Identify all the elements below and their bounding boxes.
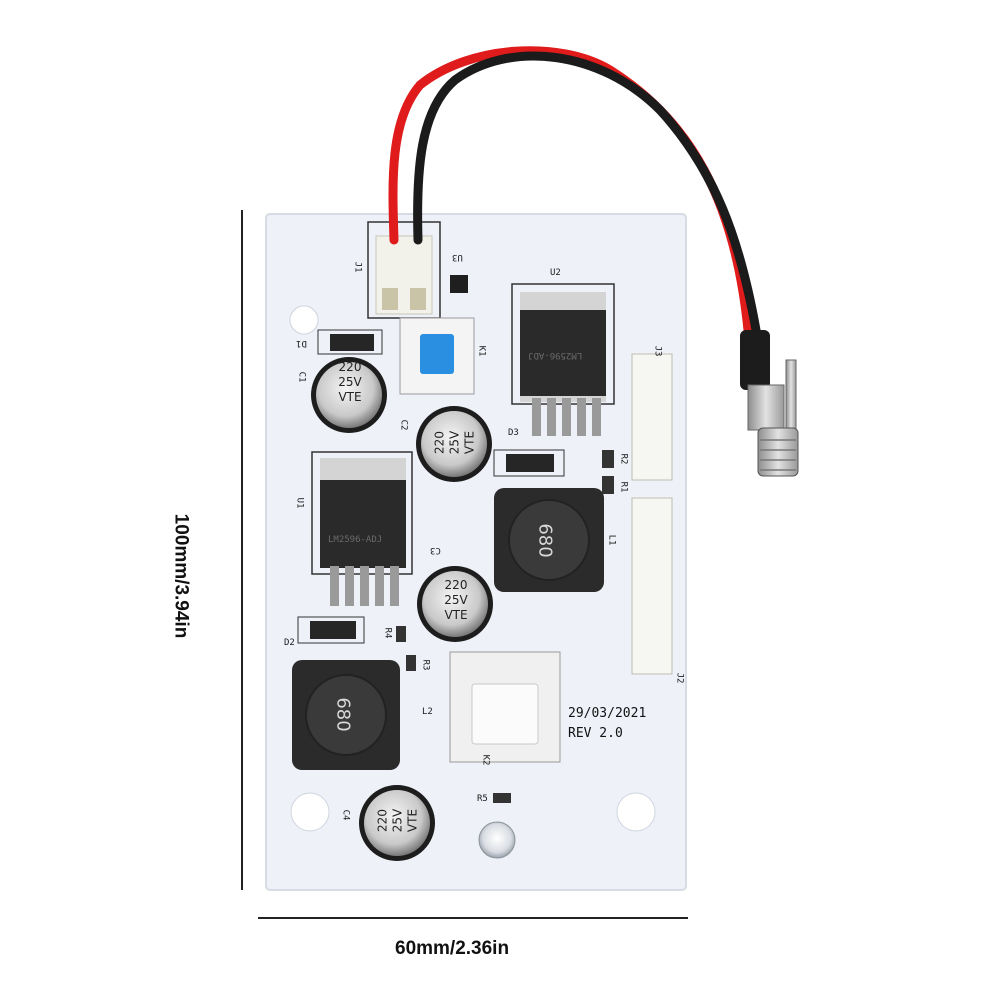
capacitor-c3-marking: 220 25V VTE (431, 578, 481, 623)
capacitor-c4-marking: 220 25V VTE (376, 796, 421, 846)
capacitor-c2 (416, 406, 492, 482)
cap-value: 220 (375, 809, 390, 832)
cap-voltage: 25V (390, 808, 405, 833)
ref-u2: U2 (550, 268, 561, 278)
inductor-l2-marking: 680 (332, 697, 354, 732)
cap-value: 220 (432, 431, 447, 454)
ref-d3: D3 (508, 428, 519, 438)
ref-c2: C2 (398, 419, 409, 431)
ref-j1: J1 (352, 261, 363, 273)
cap-series: VTE (462, 430, 477, 455)
regulator-u1-marking: LM2596-ADJ (328, 535, 383, 545)
capacitor-c3 (417, 566, 493, 642)
inductor-l1-marking: 680 (534, 523, 556, 558)
board-revision: REV 2.0 (568, 726, 623, 741)
cap-series: VTE (405, 808, 420, 833)
capacitor-c2-marking: 220 25V VTE (433, 418, 478, 468)
ref-c4: C4 (340, 809, 351, 821)
cap-value: 220 (338, 360, 362, 374)
ref-c1: C1 (296, 371, 307, 383)
width-dimension-line (258, 917, 688, 919)
ref-r2: R2 (618, 453, 629, 465)
ref-r5: R5 (477, 794, 488, 804)
cap-series: VTE (338, 390, 362, 404)
ref-d1: D1 (296, 338, 307, 348)
cap-voltage: 25V (447, 430, 462, 455)
led (478, 821, 516, 859)
mount-hole (290, 792, 330, 832)
height-dimension-line (241, 210, 243, 890)
ref-d2: D2 (284, 638, 295, 648)
ref-k1: K1 (476, 345, 487, 357)
mount-hole (616, 792, 656, 832)
black-wire (413, 51, 761, 335)
cap-value: 220 (444, 578, 468, 592)
ref-k2: K2 (480, 754, 491, 766)
board-date: 29/03/2021 (568, 706, 647, 721)
ref-r4: R4 (382, 627, 393, 639)
cap-voltage: 25V (444, 593, 468, 607)
ref-u1: U1 (294, 497, 305, 509)
capacitor-c4 (359, 785, 435, 861)
ref-u3: U3 (452, 252, 463, 262)
ref-l2: L2 (422, 707, 433, 717)
capacitor-c1-marking: 220 25V VTE (325, 360, 375, 405)
mount-hole (289, 305, 319, 335)
cap-series: VTE (444, 608, 468, 622)
ref-j3: J3 (652, 345, 663, 357)
width-dimension-label: 60mm/2.36in (395, 938, 510, 959)
regulator-u2-marking: LM2596-ADJ (528, 350, 583, 360)
ref-j2: J2 (674, 672, 685, 684)
ref-l1: L1 (606, 534, 617, 546)
ref-r3: R3 (420, 659, 431, 671)
cap-voltage: 25V (338, 375, 362, 389)
ref-c3: C3 (430, 545, 441, 555)
capacitor-c1 (311, 357, 387, 433)
ref-r1: R1 (618, 481, 629, 493)
